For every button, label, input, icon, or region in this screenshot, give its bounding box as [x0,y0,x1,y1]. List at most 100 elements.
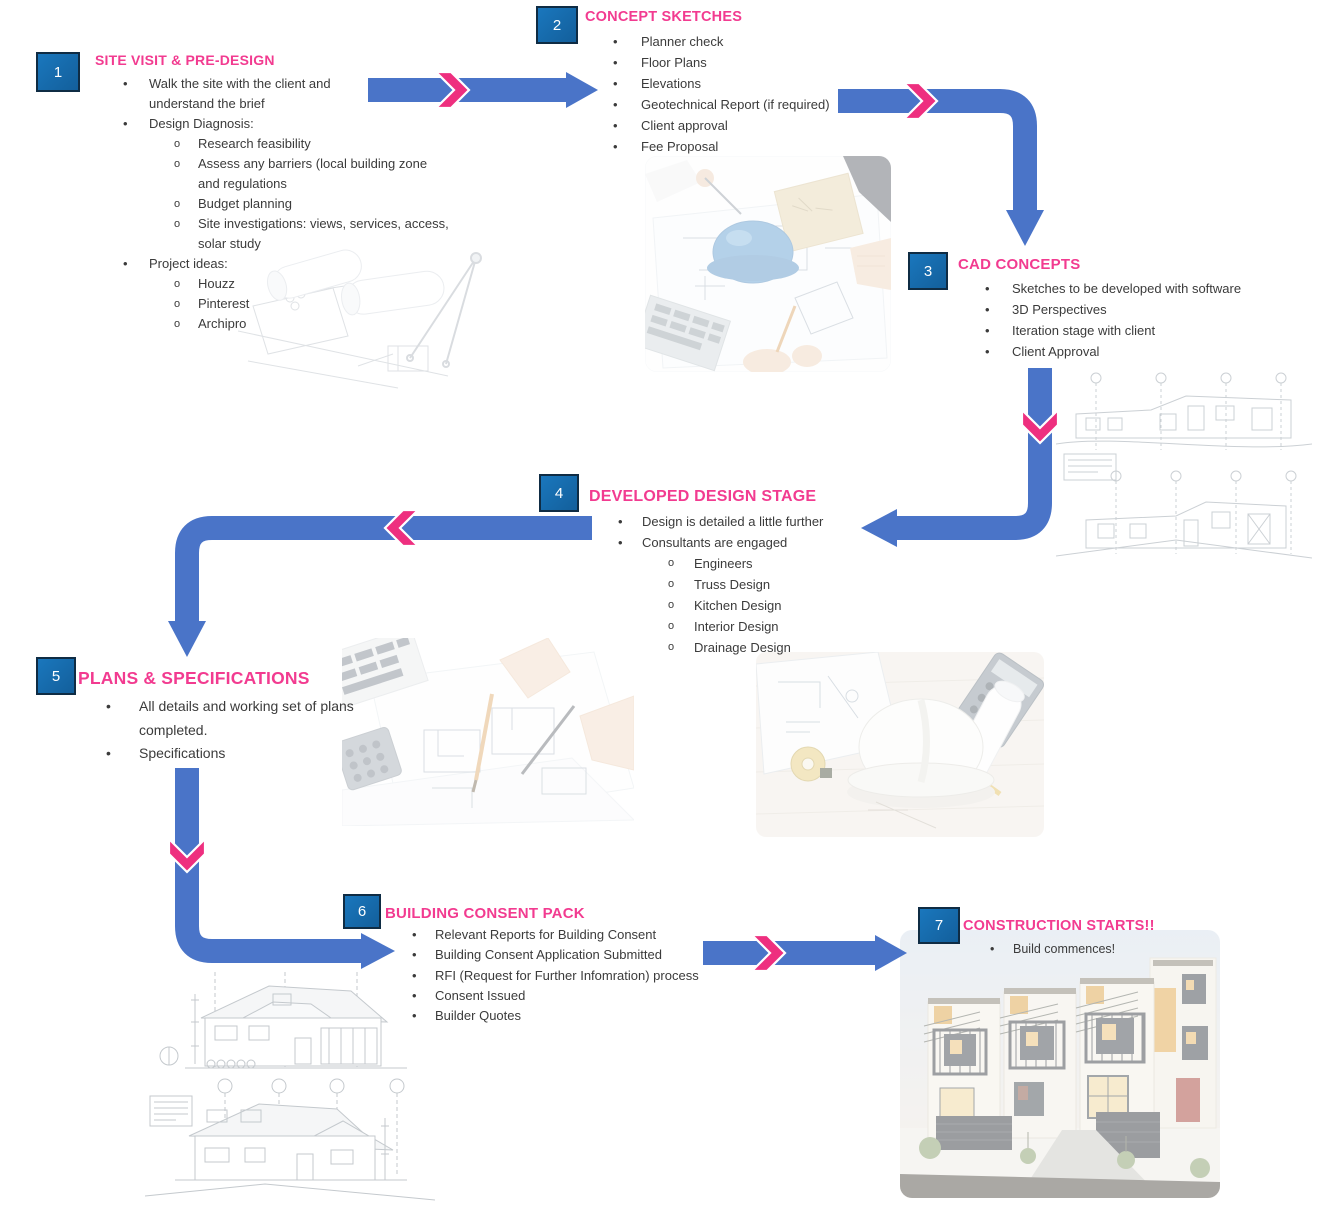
bullet-marker: o [174,138,181,150]
bullet-item: • Walk the site with the client and under… [120,74,472,114]
bullet-text: Drainage Design [694,640,791,655]
bullet-marker: • [106,745,111,761]
bullet-marker: • [123,116,128,131]
bullet-text: Assess any barriers (local building zone… [198,156,428,191]
arrow-stage4-to-stage5 [168,508,592,657]
bullet-text: Fee Proposal [641,139,719,154]
stage-number-7: 7 [918,907,960,944]
bullet-text: Build commences! [1013,942,1116,956]
stage-title-building-consent: BUILDING CONSENT PACK [385,905,585,922]
bullet-marker: • [412,927,417,942]
bullet-text: Walk the site with the client and unders… [149,76,331,111]
bullet-text: Pinterest [198,296,250,311]
bullet-item: •Specifications [103,742,373,766]
bullet-item: •RFI (Request for Further Infomration) p… [410,966,730,986]
bullet-item: • Client approval [610,115,930,136]
bullet-marker: o [174,198,181,210]
bullet-marker: • [990,942,995,956]
bullet-marker: o [174,158,181,170]
bullet-marker: • [123,76,128,91]
bullet-text: Truss Design [694,577,771,592]
chevron-right-icon [433,70,471,110]
bullet-item: •Elevations [610,73,930,94]
bullet-item: o Pinterest [120,294,472,314]
bullet-marker: o [174,298,181,310]
arrow-stage3-to-stage4 [861,368,1060,547]
bullet-marker: • [618,514,623,529]
bullet-marker: • [985,281,990,296]
bullet-marker: o [174,278,181,290]
bullet-text: Site investigations: views, services, ac… [198,216,449,251]
bullet-marker: o [174,318,181,330]
bullet-marker: • [618,535,623,550]
stage-number-5: 5 [36,657,76,695]
drafting-hands-photo [342,638,634,826]
bullet-item: o Engineers [616,553,916,574]
bullet-text: Iteration stage with client [1012,323,1156,338]
bullet-text: Budget planning [198,196,292,211]
bullet-text: Sketches to be developed with software [1012,281,1242,296]
house-elevations-image [145,972,435,1201]
bullet-item: •Consultants are engaged [616,532,916,553]
bullet-text: Building Consent Application Submitted [435,947,662,963]
arrow-stage2-to-stage3 [838,81,1044,246]
bullet-item: o Assess any barriers (local building zon… [120,154,472,194]
stage-title-site-visit: SITE VISIT & PRE-DESIGN [95,52,275,68]
stage-list-cad-concepts: • Sketches to be developed with software •… [983,278,1283,362]
stage-number-2: 2 [536,6,578,44]
bullet-marker: • [613,76,618,91]
bullet-item: •Client Approval [983,341,1283,362]
bullet-item: • Build commences! [988,940,1208,959]
bullet-marker: • [613,118,618,133]
bullet-marker: o [668,578,675,590]
bullet-marker: o [668,620,675,632]
bullet-text: Client approval [641,118,728,133]
bullet-marker: • [412,947,417,963]
bullet-text: Project ideas: [149,256,228,271]
bullet-item: o Kitchen Design [616,595,916,616]
bullet-item: • Fee Proposal [610,136,930,157]
bullet-item: •Relevant Reports for Building Consent [410,925,730,945]
hardhat-calculator-photo [756,652,1044,837]
bullet-item: • Building Consent Application Submitted [410,945,730,965]
bullet-marker: • [613,139,618,154]
bullet-text: Builder Quotes [435,1008,521,1024]
bullet-item: o Truss Design [616,574,916,595]
bullet-text: Kitchen Design [694,598,782,613]
bullet-text: Archipro [198,316,247,331]
design-meeting-photo [645,156,891,372]
stage-number-6: 6 [343,894,381,929]
bullet-marker: • [106,698,111,714]
bullet-text: Geotechnical Report (if required) [641,97,830,112]
bullet-text: Research feasibility [198,136,311,151]
stage-list-concept-sketches: •Planner check•Floor Plans•Elevations•Ge… [610,31,930,157]
arrow-stage6-to-stage7 [703,933,907,973]
bullet-item: o Interior Design [616,616,916,637]
bullet-text: Consent Issued [435,987,526,1003]
bullet-text: Interior Design [694,619,779,634]
bullet-marker: o [668,641,675,653]
bullet-text: Engineers [694,556,753,571]
chevron-right-icon [749,933,787,973]
bullet-text: Floor Plans [641,55,707,70]
bullet-item: •3D Perspectives [983,299,1283,320]
bullet-marker: o [668,599,675,611]
stage-title-cad-concepts: CAD CONCEPTS [958,256,1081,273]
bullet-item: o Drainage Design [616,637,916,658]
bullet-item: •Floor Plans [610,52,930,73]
bullet-marker: • [412,987,417,1003]
bullet-item: o Research feasibility [120,134,472,154]
bullet-item: •Design Diagnosis: [120,114,472,134]
bullet-item: •Geotechnical Report (if required) [610,94,930,115]
chevron-right-icon [901,81,939,121]
bullet-marker: • [412,967,417,983]
bullet-marker: o [668,557,675,569]
bullet-text: All details and working set of plans com… [139,698,354,738]
bullet-text: 3D Perspectives [1012,302,1107,317]
stage-list-developed-design: •Design is detailed a little further•Con… [616,511,916,658]
bullet-item: • Consent Issued [410,986,730,1006]
stage-list-building-consent: •Relevant Reports for Building Consent•B… [410,925,730,1026]
bullet-item: •Project ideas: [120,254,472,274]
